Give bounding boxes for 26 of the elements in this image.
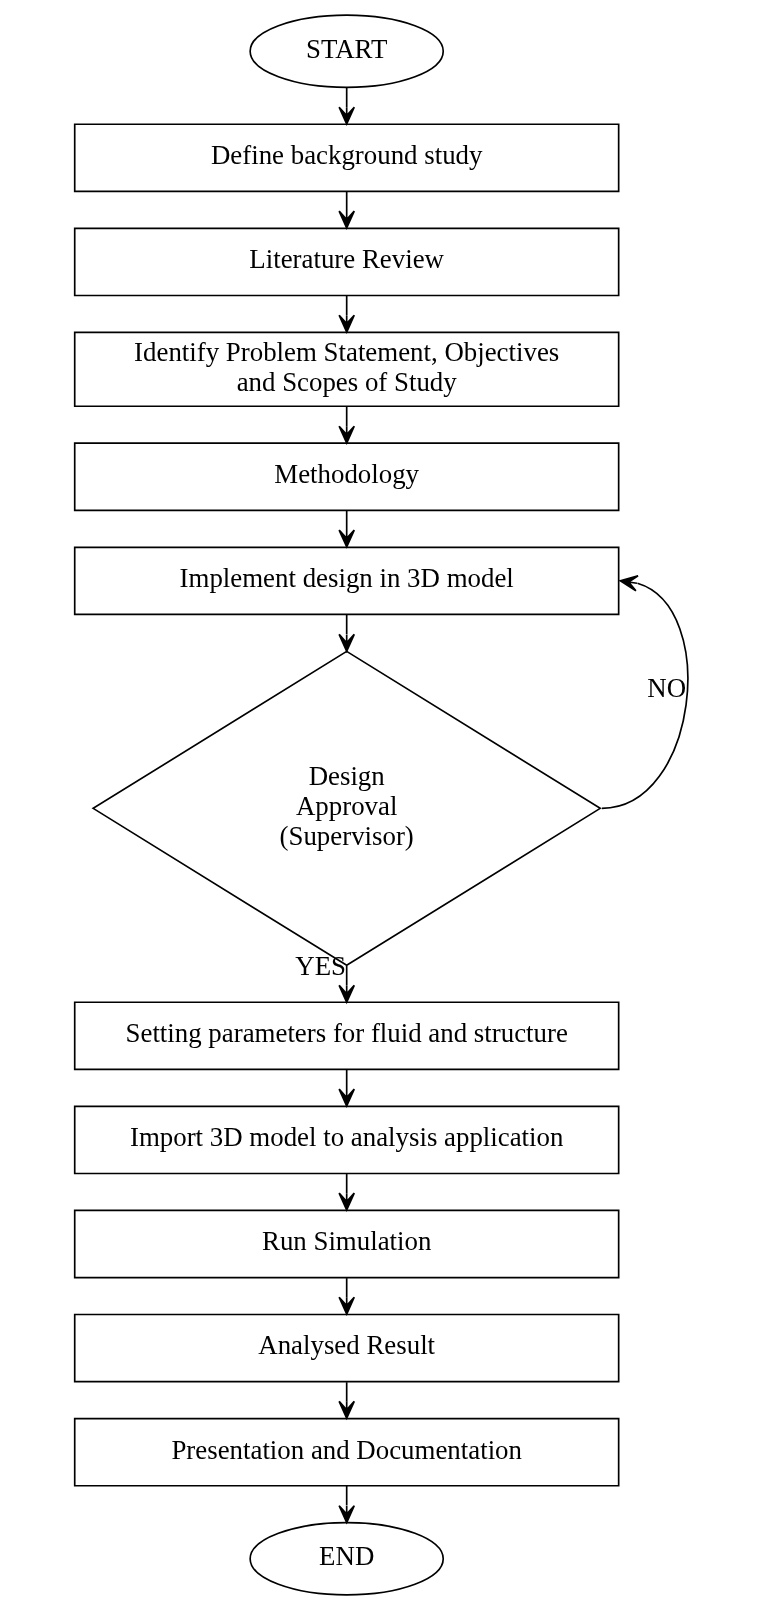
node-box: Import 3D model to analysis application (73, 1105, 619, 1175)
arrow (337, 1485, 355, 1524)
node-box: Literature Review (73, 227, 619, 297)
arrow (337, 295, 355, 333)
arrow (337, 191, 355, 229)
arrow (337, 406, 355, 444)
node-box: Define background study (73, 123, 619, 193)
node-box: Identify Problem Statement, Objectives and Scopes of Study (73, 331, 619, 408)
node-box: Setting parameters for fluid and structure (73, 1001, 619, 1071)
arrow (337, 1173, 355, 1211)
node-ellipse: START (248, 14, 444, 89)
arrow (337, 1277, 355, 1315)
arrow (337, 613, 355, 652)
arrow (600, 574, 689, 810)
arrow (337, 510, 355, 548)
node-box: Run Simulation (73, 1209, 619, 1279)
node-box: Methodology (73, 442, 619, 512)
arrow (337, 964, 355, 1003)
node-box: Implement design in 3D model (73, 546, 619, 616)
arrow (337, 87, 355, 125)
edge-label: NO (646, 672, 686, 703)
arrow (337, 1069, 355, 1107)
node-box: Presentation and Documentation (73, 1417, 619, 1487)
node-box: Analysed Result (73, 1313, 619, 1383)
node-ellipse: END (248, 1521, 444, 1596)
arrow (337, 1381, 355, 1419)
